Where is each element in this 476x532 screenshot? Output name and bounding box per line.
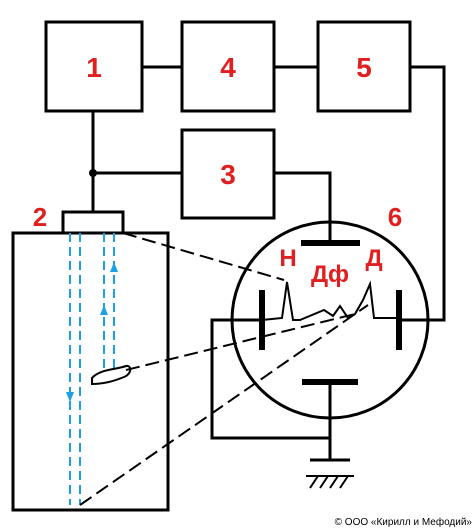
direction-arrows [66,262,118,402]
tube-label-d: Д [365,245,382,272]
junction-dot [89,169,97,177]
arrow-up-icon [110,262,118,272]
block-1-label: 1 [86,52,102,83]
block-1 [44,20,144,113]
wire-3-to-tube [274,171,332,240]
correspondence-lines [79,232,369,506]
block-3 [180,128,276,220]
block-2-label: 2 [33,202,47,232]
block-4-label: 4 [220,52,236,83]
wire-5-to-tube [400,65,446,322]
block-3-label: 3 [220,159,236,190]
defect-flaw [91,364,132,386]
block-5-label: 5 [356,52,372,83]
block-4 [180,20,276,113]
ground-symbol [306,475,354,489]
wiring [91,65,446,462]
specimen [11,231,170,512]
ultrasound-paths [69,233,115,505]
tube-label-h: Н [279,245,296,272]
wire-left-plate [210,318,330,440]
block-6-label: 6 [388,202,402,232]
arrow-down-icon [66,392,74,402]
arrow-up-icon [100,305,108,315]
tube-label-df: Дф [311,261,349,288]
crt-tube [230,220,430,420]
block-5 [316,20,412,113]
probe [61,210,125,235]
echo-trace [261,280,399,321]
copyright-text: © ООО «Кирилл и Мефодий» [335,516,473,528]
